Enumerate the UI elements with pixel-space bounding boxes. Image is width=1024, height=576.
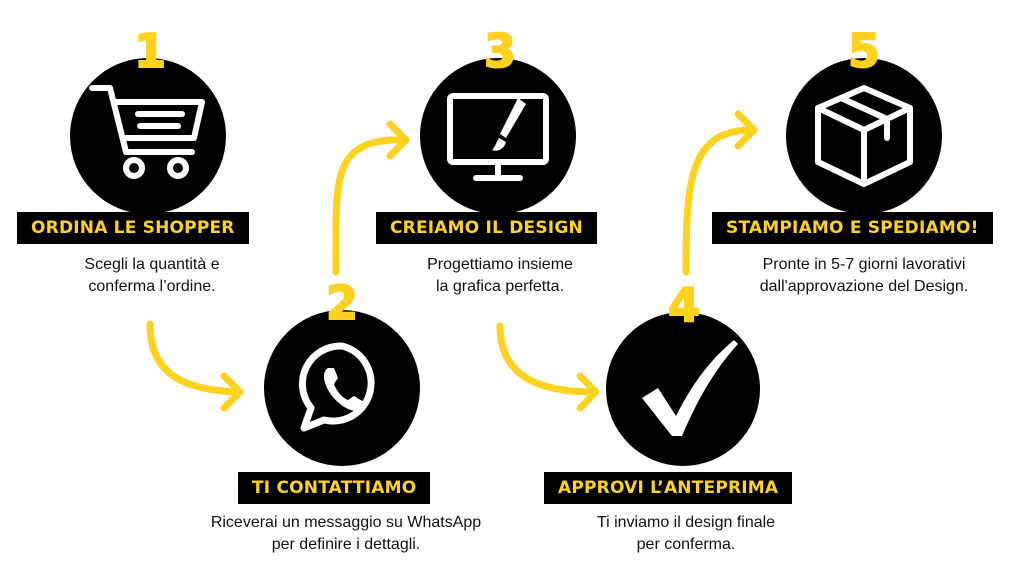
shopping-cart-icon bbox=[89, 85, 205, 179]
step-1-desc-line-1: Scegli la quantità e bbox=[84, 256, 220, 273]
step-2-desc-line-1: Riceverai un messaggio su WhatsApp bbox=[210, 514, 482, 531]
arrow-4-to-5 bbox=[682, 126, 756, 276]
step-2-desc-line-2: per definire i dettagli. bbox=[271, 536, 421, 553]
step-5-title: STAMPIAMO E SPEDIAMO! bbox=[712, 212, 993, 244]
step-5-desc-line-2: dall'approvazione del Design. bbox=[759, 278, 969, 295]
step-3-description: Progettiamo insieme la grafica perfetta. bbox=[368, 254, 632, 298]
step-5-desc-line-1: Pronte in 5-7 giorni lavorativi bbox=[762, 256, 966, 273]
step-1-description: Scegli la quantità e conferma l’ordine. bbox=[20, 254, 284, 298]
arrow-3-to-4 bbox=[496, 322, 598, 396]
box-icon bbox=[815, 85, 913, 187]
step-1-desc-line-2: conferma l’ordine. bbox=[88, 278, 216, 295]
step-2-number: 2 bbox=[325, 276, 359, 330]
arrow-3-to-4-head bbox=[576, 372, 600, 412]
arrow-2-to-3-head bbox=[386, 120, 410, 160]
step-5-number: 5 bbox=[847, 24, 881, 78]
step-4-number: 4 bbox=[667, 278, 701, 332]
step-3-circle bbox=[420, 58, 576, 214]
step-1-number: 1 bbox=[133, 24, 167, 78]
step-4-desc-line-1: Ti inviamo il design finale bbox=[596, 514, 776, 531]
step-5-description: Pronte in 5-7 giorni lavorativi dall'app… bbox=[714, 254, 1014, 298]
arrow-1-to-2 bbox=[146, 320, 242, 396]
step-4-desc-line-2: per conferma. bbox=[636, 536, 736, 553]
step-3-desc-line-1: Progettiamo insieme bbox=[427, 256, 573, 273]
whatsapp-icon bbox=[298, 342, 375, 432]
step-4-title: APPROVI L’ANTEPRIMA bbox=[544, 472, 793, 504]
step-3-desc-line-2: la grafica perfetta. bbox=[435, 278, 565, 295]
checkmark-icon bbox=[642, 340, 738, 436]
step-2-circle bbox=[264, 310, 420, 466]
step-4-circle bbox=[606, 312, 760, 466]
step-1-title: ORDINA LE SHOPPER bbox=[17, 212, 249, 244]
step-5-circle bbox=[786, 58, 942, 214]
arrow-2-to-3 bbox=[332, 136, 408, 276]
step-2-description: Riceverai un messaggio su WhatsApp per d… bbox=[166, 512, 526, 556]
step-2-title: TI CONTATTIAMO bbox=[238, 472, 431, 504]
arrow-1-to-2-head bbox=[220, 372, 244, 412]
step-4-description: Ti inviamo il design finale per conferma… bbox=[536, 512, 836, 556]
monitor-brush-icon bbox=[447, 93, 549, 181]
step-3-number: 3 bbox=[483, 24, 517, 78]
step-1-circle bbox=[70, 58, 226, 214]
arrow-4-to-5-head bbox=[734, 110, 758, 150]
step-3-title: CREIAMO IL DESIGN bbox=[376, 212, 597, 244]
